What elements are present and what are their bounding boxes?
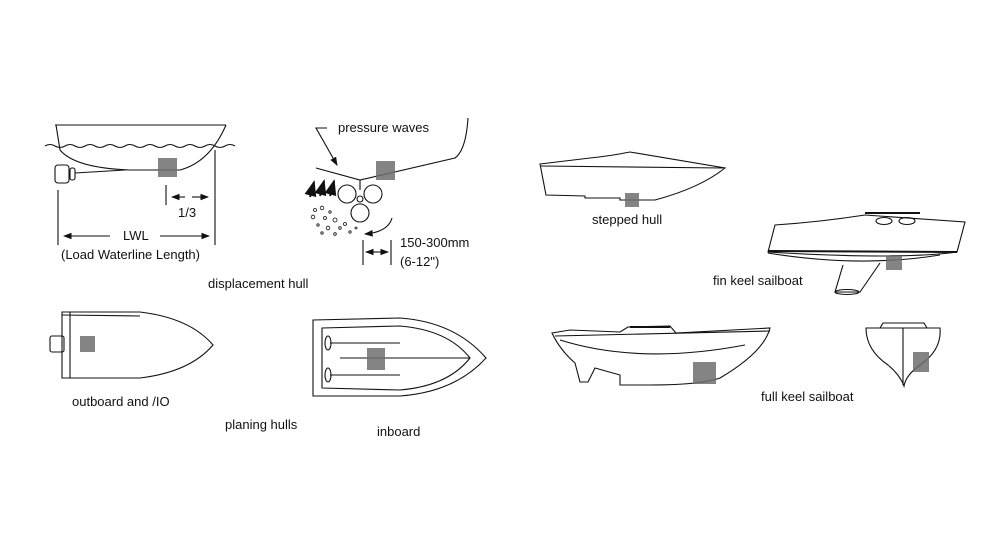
transducer-marker — [376, 161, 395, 180]
inboard-label: inboard — [377, 424, 421, 439]
clearance-mm-label: 150-300mm — [400, 235, 470, 250]
full-keel-bow-view — [865, 322, 941, 389]
bubbles — [310, 205, 358, 236]
clearance-in-label: (6-12") — [400, 254, 440, 269]
transducer-marker — [80, 336, 95, 352]
full-keel-sailboat-label: full keel sailboat — [761, 389, 854, 404]
transducer-marker — [158, 158, 177, 177]
displacement-hull-side-view — [44, 124, 236, 245]
planing-hulls-label: planing hulls — [225, 417, 298, 432]
outboard-top-view — [49, 311, 214, 379]
inboard-top-view — [312, 317, 487, 397]
stepped-hull-view — [539, 151, 727, 207]
one-third-label: 1/3 — [178, 205, 197, 220]
transducer-marker — [367, 348, 385, 370]
propeller-icon — [337, 184, 383, 223]
propeller-pressure-view — [304, 117, 469, 265]
outboard-motor-icon — [49, 335, 65, 353]
transducer-marker — [693, 362, 716, 384]
lwl-full-label: (Load Waterline Length) — [61, 247, 200, 262]
waterline — [44, 143, 236, 149]
transducer-marker — [886, 256, 902, 270]
full-keel-sailboat-view — [551, 325, 771, 386]
transducer-marker — [913, 352, 929, 372]
stepped-hull-label: stepped hull — [592, 212, 663, 227]
lwl-label: LWL — [123, 228, 149, 243]
displacement-hull-label: displacement hull — [208, 276, 309, 291]
outboard-motor-icon — [54, 164, 70, 184]
fin-keel-sailboat-view — [767, 212, 966, 296]
fin-keel-sailboat-label: fin keel sailboat — [713, 273, 803, 288]
pressure-waves-label: pressure waves — [338, 120, 430, 135]
outboard-io-label: outboard and /IO — [72, 394, 170, 409]
transducer-marker — [625, 193, 639, 207]
